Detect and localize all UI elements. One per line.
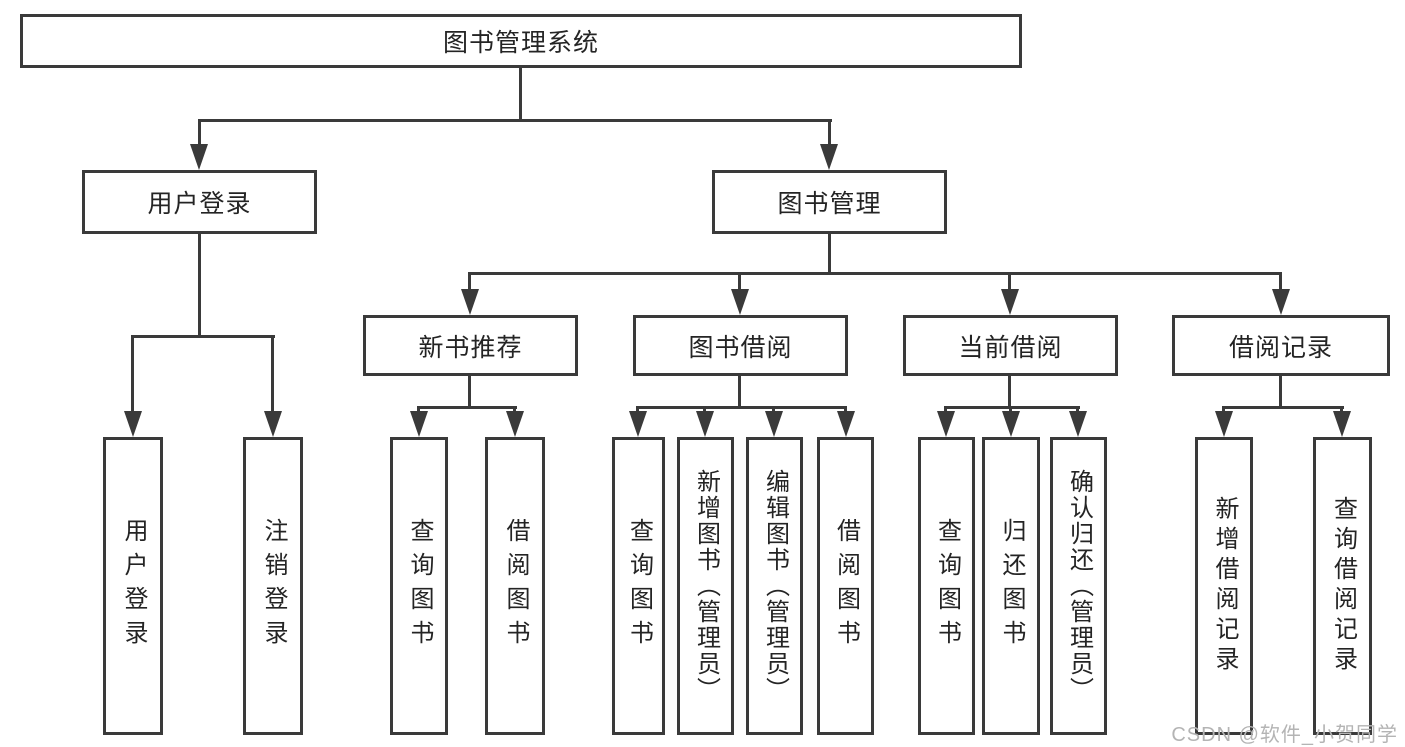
node-label: 归还图书 bbox=[998, 518, 1025, 654]
node-label: 新增借阅记录 bbox=[1211, 496, 1238, 676]
node-label: 确认归还（管理员） bbox=[1065, 469, 1093, 703]
connector-stub bbox=[1340, 406, 1343, 414]
connector-vline bbox=[828, 232, 831, 275]
leaf-add-borrow-record: 新增借阅记录 bbox=[1195, 437, 1253, 735]
leaf-user-login: 用户登录 bbox=[103, 437, 163, 735]
node-label: 查询借阅记录 bbox=[1329, 496, 1357, 676]
connector-root-vline bbox=[519, 66, 522, 121]
node-label: 图书管理 bbox=[777, 190, 882, 218]
leaf-borrow-books-recommend: 借阅图书 bbox=[485, 437, 545, 735]
node-borrowing-records: 借阅记录 bbox=[1172, 315, 1390, 376]
arrowhead-down-icon bbox=[1333, 411, 1351, 437]
connector-hline bbox=[636, 406, 847, 409]
arrowhead-down-icon bbox=[837, 411, 855, 437]
connector-stub bbox=[844, 406, 847, 414]
connector-root-hline bbox=[198, 119, 832, 122]
connector-stub bbox=[1279, 272, 1282, 291]
arrowhead-down-icon bbox=[264, 411, 282, 437]
node-new-book-recommend: 新书推荐 bbox=[363, 315, 578, 376]
arrowhead-down-icon bbox=[506, 411, 524, 437]
node-label: 查询图书 bbox=[406, 518, 433, 654]
connector-stub bbox=[828, 119, 831, 146]
connector-hline bbox=[1222, 406, 1344, 409]
connector-stub bbox=[513, 406, 516, 414]
connector-hline bbox=[944, 406, 1080, 409]
arrowhead-down-icon bbox=[731, 289, 749, 315]
arrowhead-down-icon bbox=[461, 289, 479, 315]
node-label: 新增图书（管理员） bbox=[692, 469, 720, 703]
leaf-edit-books-admin: 编辑图书（管理员） bbox=[746, 437, 803, 735]
connector-hline bbox=[131, 335, 275, 338]
node-label: 编辑图书（管理员） bbox=[761, 469, 789, 703]
connector-hline bbox=[417, 406, 517, 409]
leaf-add-books-admin: 新增图书（管理员） bbox=[677, 437, 734, 735]
connector-stub bbox=[417, 406, 420, 414]
connector-vline bbox=[1279, 374, 1282, 409]
connector-vline bbox=[468, 374, 471, 409]
connector-stub bbox=[271, 335, 274, 413]
node-label: 图书借阅 bbox=[688, 333, 793, 362]
connector-stub bbox=[772, 406, 775, 414]
connector-stub bbox=[468, 272, 471, 291]
node-label: 查询图书 bbox=[625, 518, 653, 654]
connector-stub bbox=[198, 119, 201, 146]
node-label: 查询图书 bbox=[933, 518, 961, 654]
connector-vline bbox=[738, 374, 741, 409]
arrowhead-down-icon bbox=[820, 144, 838, 170]
csdn-watermark: CSDN @软件_小贺同学 bbox=[1171, 724, 1398, 746]
node-label: 用户登录 bbox=[120, 518, 147, 654]
leaf-query-books-current: 查询图书 bbox=[918, 437, 975, 735]
connector-stub bbox=[738, 272, 741, 291]
arrowhead-down-icon bbox=[410, 411, 428, 437]
leaf-return-books: 归还图书 bbox=[982, 437, 1040, 735]
leaf-query-books-recommend: 查询图书 bbox=[390, 437, 448, 735]
leaf-query-books-borrowing: 查询图书 bbox=[612, 437, 665, 735]
node-current-borrowing: 当前借阅 bbox=[903, 315, 1118, 376]
connector-stub bbox=[131, 335, 134, 413]
node-label: 图书管理系统 bbox=[442, 29, 599, 57]
leaf-logout: 注销登录 bbox=[243, 437, 303, 735]
node-label: 用户登录 bbox=[147, 190, 252, 218]
connector-stub bbox=[1009, 406, 1012, 414]
leaf-borrow-books: 借阅图书 bbox=[817, 437, 874, 735]
leaf-query-borrow-record: 查询借阅记录 bbox=[1313, 437, 1372, 735]
node-label: 借阅图书 bbox=[502, 518, 529, 654]
arrowhead-down-icon bbox=[190, 144, 208, 170]
connector-stub bbox=[636, 406, 639, 414]
connector-stub bbox=[1076, 406, 1079, 414]
node-label: 当前借阅 bbox=[958, 333, 1063, 362]
node-label: 新书推荐 bbox=[418, 333, 523, 362]
arrowhead-down-icon bbox=[937, 411, 955, 437]
node-book-borrowing: 图书借阅 bbox=[633, 315, 848, 376]
connector-stub bbox=[1008, 272, 1011, 291]
arrowhead-down-icon bbox=[765, 411, 783, 437]
connector-vline bbox=[198, 232, 201, 338]
node-book-management: 图书管理 bbox=[712, 170, 947, 234]
arrowhead-down-icon bbox=[1001, 289, 1019, 315]
node-label: 注销登录 bbox=[260, 518, 287, 654]
arrowhead-down-icon bbox=[1272, 289, 1290, 315]
arrowhead-down-icon bbox=[696, 411, 714, 437]
arrowhead-down-icon bbox=[629, 411, 647, 437]
connector-hline bbox=[468, 272, 1282, 275]
node-label: 借阅记录 bbox=[1228, 333, 1333, 362]
arrowhead-down-icon bbox=[1215, 411, 1233, 437]
node-label: 借阅图书 bbox=[832, 518, 860, 654]
arrowhead-down-icon bbox=[124, 411, 142, 437]
connector-stub bbox=[703, 406, 706, 414]
leaf-confirm-return-admin: 确认归还（管理员） bbox=[1050, 437, 1107, 735]
node-library-system: 图书管理系统 bbox=[20, 14, 1022, 68]
connector-stub bbox=[944, 406, 947, 414]
arrowhead-down-icon bbox=[1002, 411, 1020, 437]
arrowhead-down-icon bbox=[1069, 411, 1087, 437]
node-user-login: 用户登录 bbox=[82, 170, 317, 234]
connector-stub bbox=[1222, 406, 1225, 414]
connector-vline bbox=[1008, 374, 1011, 409]
